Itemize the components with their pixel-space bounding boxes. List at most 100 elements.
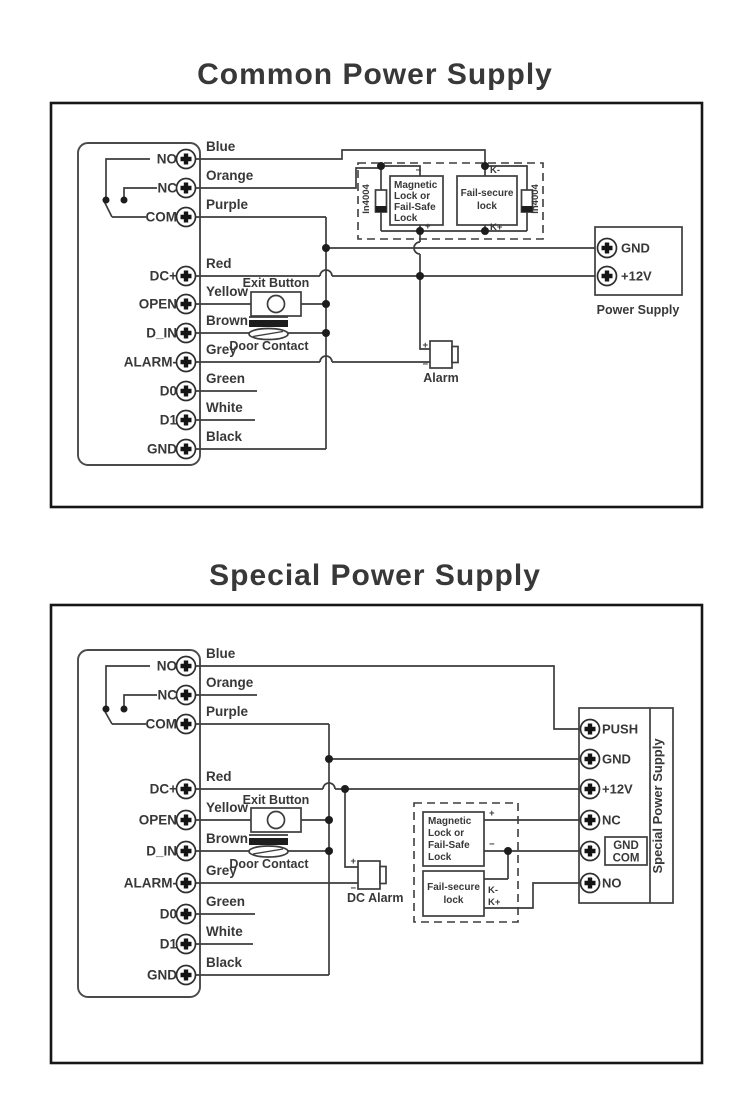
svg-text:−: − — [350, 883, 356, 894]
exit-button-icon — [266, 294, 286, 314]
svg-text:OPEN: OPEN — [139, 813, 177, 828]
svg-text:Blue: Blue — [206, 139, 236, 154]
svg-text:Orange: Orange — [206, 168, 254, 183]
common-wire-labels: Blue Orange Purple Red Yellow Brown Grey… — [206, 139, 254, 444]
svg-text:Lock or: Lock or — [428, 828, 464, 839]
terminal-open-2: OPEN — [139, 809, 197, 831]
terminal-open: OPEN — [139, 293, 197, 315]
diode-right-icon: In4004 — [520, 183, 541, 214]
terminal-d0: D0 — [160, 380, 197, 402]
common-title: Common Power Supply — [197, 58, 553, 91]
psu-terminal-nc: NC — [602, 813, 621, 828]
fail-secure-lock-box-2: Fail-secure lock — [422, 870, 485, 917]
svg-text:COM: COM — [613, 853, 640, 865]
k-minus-label: K- — [490, 165, 500, 176]
svg-text:Lock: Lock — [428, 852, 452, 863]
terminal-gnd: GND — [147, 438, 197, 460]
svg-text:Purple: Purple — [206, 704, 249, 719]
terminal-alarm-2: ALARM- — [124, 872, 197, 894]
svg-text:GND: GND — [621, 241, 650, 256]
svg-text:Fail-secure: Fail-secure — [427, 882, 480, 893]
svg-text:Grey: Grey — [206, 863, 237, 878]
door-contact: Door Contact — [229, 316, 309, 353]
terminal-com-2: COM — [146, 713, 197, 735]
lock-assembly-2: Magnetic Lock or Fail-Safe Lock Fail-sec… — [413, 802, 580, 923]
svg-text:In4004: In4004 — [530, 183, 541, 213]
terminal-nc-2: NC — [158, 684, 197, 706]
svg-text:Fail-Safe: Fail-Safe — [394, 202, 436, 213]
special-title: Special Power Supply — [209, 559, 541, 592]
power-supply: GND +12V Power Supply — [594, 226, 683, 317]
terminal-gnd-2: GND — [147, 964, 197, 986]
psu-terminal-push: PUSH — [602, 722, 638, 737]
terminal-d1-2: D1 — [160, 933, 197, 955]
psu-terminal-12v: +12V — [602, 782, 633, 797]
svg-text:+12V: +12V — [621, 269, 652, 284]
svg-text:Brown: Brown — [206, 313, 248, 328]
svg-text:Red: Red — [206, 256, 232, 271]
fail-secure-lock-box: Fail-secure lock — [456, 175, 518, 226]
exit-button-2: Exit Button — [243, 793, 309, 833]
special-diagram-border — [49, 603, 704, 1065]
svg-text:In4004: In4004 — [361, 183, 372, 213]
svg-text:Magnetic: Magnetic — [394, 180, 438, 191]
svg-text:Magnetic: Magnetic — [428, 816, 472, 827]
svg-text:COM: COM — [146, 210, 178, 225]
svg-text:Orange: Orange — [206, 675, 254, 690]
svg-text:GND: GND — [613, 840, 639, 852]
svg-text:D_IN: D_IN — [146, 844, 177, 859]
svg-text:Red: Red — [206, 769, 232, 784]
terminal-dcplus-2: DC+ — [150, 778, 197, 800]
common-diagram-border — [49, 101, 704, 509]
psu-terminal-no: NO — [602, 876, 622, 891]
alarm: + − Alarm — [422, 340, 459, 385]
svg-text:Fail-secure: Fail-secure — [461, 188, 514, 199]
svg-text:Lock or: Lock or — [394, 191, 430, 202]
magnetic-lock-box-2: Magnetic Lock or Fail-Safe Lock — [422, 811, 485, 867]
svg-text:GND: GND — [147, 968, 177, 983]
svg-text:Brown: Brown — [206, 831, 248, 846]
svg-text:Purple: Purple — [206, 197, 249, 212]
svg-text:Fail-Safe: Fail-Safe — [428, 840, 470, 851]
svg-text:Door Contact: Door Contact — [229, 339, 309, 353]
svg-text:NO: NO — [157, 659, 177, 674]
psu-terminal-gnd: GND — [602, 752, 631, 767]
svg-text:Yellow: Yellow — [206, 284, 249, 299]
svg-text:NO: NO — [157, 152, 177, 167]
exit-button-icon-2 — [266, 810, 286, 830]
svg-text:Black: Black — [206, 429, 243, 444]
svg-text:−: − — [422, 359, 428, 370]
terminal-dcplus: DC+ — [150, 265, 197, 287]
controller-box-2 — [77, 649, 201, 998]
svg-text:D0: D0 — [160, 384, 177, 399]
terminal-din: D_IN — [146, 322, 197, 344]
svg-text:D1: D1 — [160, 413, 178, 428]
terminal-com: COM — [146, 206, 197, 228]
magnetic-lock-box: Magnetic Lock or Fail-Safe Lock — [389, 175, 444, 226]
svg-text:Alarm: Alarm — [423, 371, 458, 385]
special-power-supply-box: Special Power Supply PUSH GND +12V NC GN… — [578, 707, 674, 904]
svg-text:+: + — [350, 856, 356, 867]
lock-assembly: In4004 In4004 Magnetic Lock or Fail-Safe… — [357, 162, 544, 240]
k-plus-label-2: K+ — [488, 897, 501, 908]
terminal-no-2: NO — [157, 655, 197, 677]
relay-switch-icon-2 — [102, 665, 157, 725]
polarity-plus: + — [425, 221, 431, 232]
svg-text:NC: NC — [158, 688, 178, 703]
svg-text:OPEN: OPEN — [139, 297, 177, 312]
k-plus-label: K+ — [490, 222, 503, 233]
svg-text:Green: Green — [206, 894, 245, 909]
svg-text:White: White — [206, 400, 243, 415]
diode-left-icon: In4004 — [361, 183, 388, 214]
svg-text:Blue: Blue — [206, 646, 236, 661]
psu-terminal-gnd-com: GND COM — [604, 836, 648, 866]
svg-text:lock: lock — [477, 201, 497, 212]
svg-text:DC+: DC+ — [150, 269, 177, 284]
k-minus-label-2: K- — [488, 885, 498, 896]
special-psu-rotated-label: Special Power Supply — [650, 738, 665, 874]
svg-text:White: White — [206, 924, 243, 939]
polarity-minus: − — [415, 165, 421, 176]
svg-text:Green: Green — [206, 371, 245, 386]
svg-text:lock: lock — [443, 895, 463, 906]
